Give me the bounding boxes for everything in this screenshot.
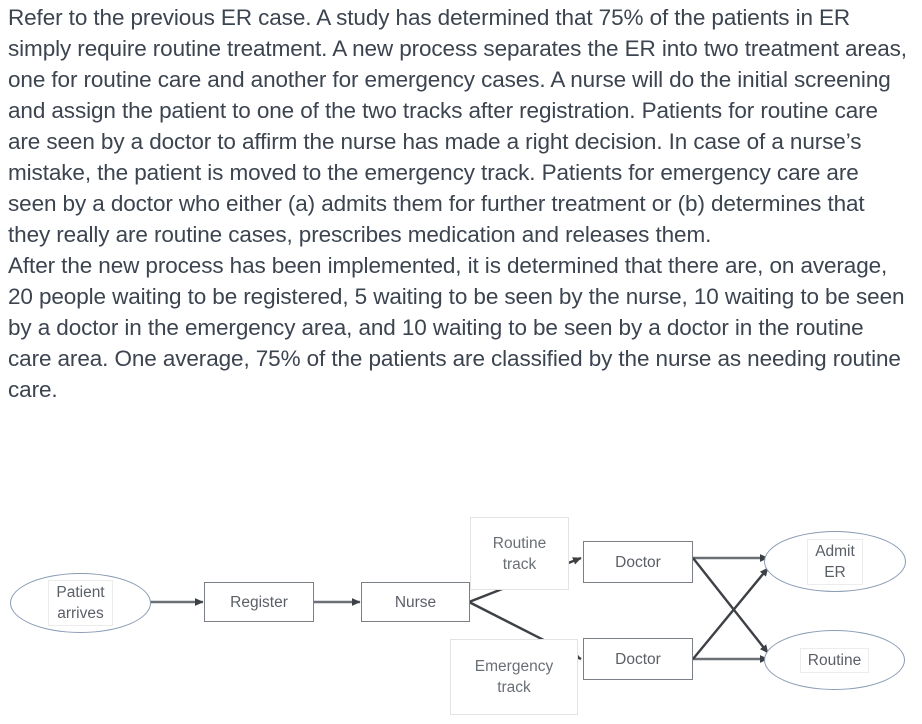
problem-paragraph-2: After the new process has been implement… (8, 253, 905, 402)
node-admit-er[interactable]: Admit ER (764, 531, 906, 592)
node-doctor-emergency-label: Doctor (615, 650, 661, 668)
node-nurse-label: Nurse (394, 593, 437, 611)
edge-doctor-emergency-to-admit-er (692, 567, 769, 660)
edge-doctor-routine-to-routine-outcome (692, 557, 769, 654)
er-process-flow-diagram: Patient arrives Register Nurse Routine t… (0, 496, 922, 724)
problem-paragraph-1: Refer to the previous ER case. A study h… (8, 5, 907, 247)
annotation-routine-track-line2: track (502, 555, 537, 573)
annotation-routine-track-line1: Routine (492, 534, 547, 552)
annotation-routine-track: Routine track (470, 517, 569, 590)
node-register-label: Register (230, 593, 288, 611)
annotation-emergency-track: Emergency track (450, 639, 578, 715)
node-doctor-routine[interactable]: Doctor (583, 541, 693, 583)
node-routine-outcome[interactable]: Routine (764, 630, 905, 690)
node-patient-arrives-label: Patient arrives (48, 580, 113, 626)
problem-statement: Refer to the previous ER case. A study h… (8, 2, 908, 405)
node-nurse[interactable]: Nurse (361, 582, 470, 622)
node-routine-outcome-label: Routine (799, 647, 870, 673)
annotation-emergency-track-line1: Emergency (474, 658, 554, 675)
node-doctor-emergency[interactable]: Doctor (583, 638, 693, 680)
node-patient-arrives[interactable]: Patient arrives (10, 573, 151, 633)
node-register[interactable]: Register (204, 582, 314, 622)
annotation-emergency-track-line2: track (497, 679, 531, 696)
node-doctor-routine-label: Doctor (615, 553, 661, 571)
node-admit-er-label: Admit ER (807, 538, 863, 585)
